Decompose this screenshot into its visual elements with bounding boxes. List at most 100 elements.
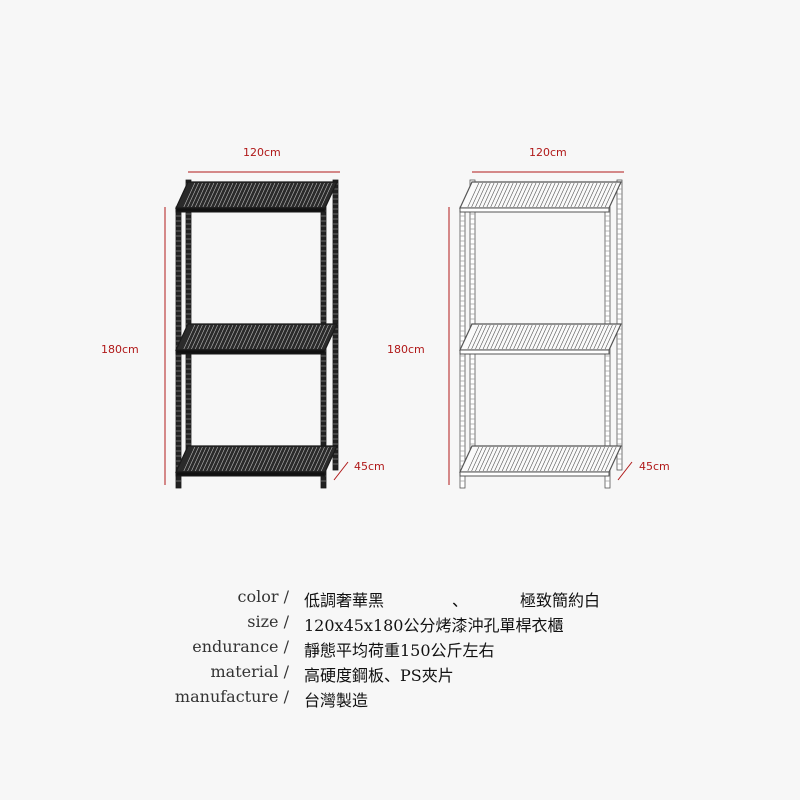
spec-label-size: size /	[247, 612, 289, 631]
right-depth-label: 45cm	[639, 460, 670, 473]
shelf-slat	[574, 182, 586, 208]
shelf-slat	[467, 446, 480, 472]
shelf-slat	[301, 324, 314, 350]
shelf-slat	[585, 446, 598, 472]
shelf-slat	[494, 446, 506, 472]
right-height-label: 180cm	[387, 343, 425, 356]
spec-label-manufacture: manufacture /	[174, 687, 289, 706]
shelf-slat	[198, 182, 211, 208]
shelf-slat	[540, 324, 552, 350]
shelf-slat	[194, 182, 207, 208]
shelf-slat	[486, 182, 499, 208]
shelf-slat	[532, 182, 544, 208]
shelf-slat	[509, 446, 522, 472]
shelf-slat	[320, 182, 333, 208]
shelf-slat	[317, 324, 329, 350]
shelf-slat	[486, 446, 499, 472]
shelf-slat	[309, 182, 322, 208]
shelf-slat	[198, 446, 211, 472]
shelf-slat	[543, 324, 556, 350]
shelf-slat	[278, 324, 291, 350]
shelf-slat	[604, 182, 617, 208]
spec-row-endurance: endurance / 靜態平均荷重150公斤左右	[0, 637, 800, 661]
shelf-slat	[471, 446, 483, 472]
shelf-slat	[524, 182, 537, 208]
shelf-slat	[593, 324, 606, 350]
shelf-slat	[244, 182, 257, 208]
shelf-slat	[513, 446, 525, 472]
spec-row-color: color / 低調奢華黑 、 極致簡約白	[0, 587, 800, 611]
spec-label-color: color /	[237, 587, 289, 606]
shelf-front-lip	[459, 349, 610, 355]
shelf-slat	[183, 446, 196, 472]
shelf-slat	[498, 446, 510, 472]
shelf-slat	[206, 446, 218, 472]
shelf-slat	[313, 446, 325, 472]
shelf-slat	[301, 182, 314, 208]
left-width-label: 120cm	[243, 146, 281, 159]
shelf-slat	[517, 182, 529, 208]
shelf-slat	[486, 324, 499, 350]
shelf-slat	[513, 182, 525, 208]
shelf-slat	[301, 446, 314, 472]
shelf-slat	[551, 324, 564, 350]
shelf-slat	[475, 182, 487, 208]
shelf-slat	[187, 182, 199, 208]
shelf-slat	[570, 446, 583, 472]
shelf-slat	[478, 182, 491, 208]
shelf-slat	[313, 324, 325, 350]
shelf-slat	[225, 324, 238, 350]
shelf-slat	[551, 446, 564, 472]
spec-row-manufacture: manufacture / 台灣製造	[0, 687, 800, 711]
shelf-slat	[540, 182, 552, 208]
spec-value-size: 120x45x180公分烤漆沖孔單桿衣櫃	[304, 616, 564, 635]
shelf-slat	[252, 324, 264, 350]
shelf-slat	[298, 446, 310, 472]
left-depth-label: 45cm	[354, 460, 385, 473]
shelf-slat	[210, 446, 222, 472]
shelf-slat	[505, 324, 518, 350]
shelf-slat	[298, 324, 310, 350]
shelf-slat	[233, 182, 245, 208]
shelf-slat	[570, 324, 583, 350]
shelf-slat	[494, 182, 506, 208]
spec-row-size: size / 120x45x180公分烤漆沖孔單桿衣櫃	[0, 612, 800, 636]
shelf-slat	[298, 182, 310, 208]
shelf-slat	[263, 182, 276, 208]
shelf-slat	[601, 182, 613, 208]
shelf-slat	[509, 182, 522, 208]
shelf-slat	[210, 182, 222, 208]
shelf-slat	[217, 324, 230, 350]
shelf-slat	[566, 324, 579, 350]
shelf-slat	[183, 182, 196, 208]
shelf-slat	[604, 324, 617, 350]
shelf-slat	[286, 182, 299, 208]
shelf-slat	[252, 446, 264, 472]
shelf-slat	[202, 446, 215, 472]
shelf-slat	[263, 446, 276, 472]
right-width-label: 120cm	[529, 146, 567, 159]
shelf-slat	[259, 324, 272, 350]
left-height-label: 180cm	[101, 343, 139, 356]
shelf-slat	[309, 324, 322, 350]
shelf-slat	[555, 182, 567, 208]
shelf-slat	[294, 182, 306, 208]
shelf-slat	[240, 446, 253, 472]
shelf-slat	[267, 182, 280, 208]
shelf-slat	[233, 324, 245, 350]
shelf-slat	[317, 446, 329, 472]
shelf-slat	[206, 182, 218, 208]
shelf-slat	[597, 324, 609, 350]
shelf-slat	[267, 446, 280, 472]
shelf-slat	[475, 324, 487, 350]
spec-row-material: material / 高硬度鋼板、PS夾片	[0, 662, 800, 686]
shelf-slat	[578, 182, 590, 208]
shelf-slat	[244, 446, 257, 472]
shelf-slat	[214, 324, 226, 350]
shelf-slat	[290, 324, 302, 350]
shelf-slat	[282, 182, 295, 208]
shelf-slat	[191, 182, 203, 208]
shelf-slat	[517, 324, 529, 350]
shelf-front-lip	[459, 207, 610, 213]
